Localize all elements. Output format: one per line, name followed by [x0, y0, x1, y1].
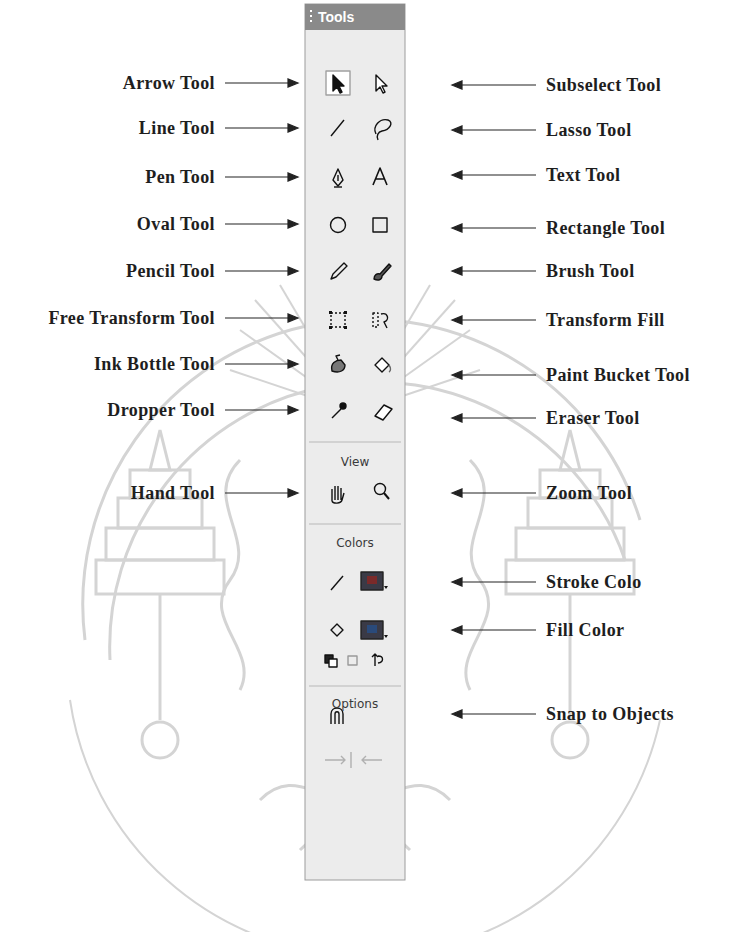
tool-label: Zoom Tool	[546, 482, 632, 504]
tool-label: Arrow Tool	[123, 72, 215, 94]
tool-label: Pen Tool	[145, 166, 215, 188]
arrowhead	[452, 316, 462, 324]
arrowhead	[452, 626, 462, 634]
arrowhead	[288, 220, 298, 228]
arrowhead	[452, 81, 462, 89]
leader-line	[225, 363, 290, 364]
arrowhead	[452, 710, 462, 718]
tool-label: Text Tool	[546, 164, 620, 186]
tool-label: Fill Color	[546, 619, 625, 641]
tool-label: Stroke Colo	[546, 571, 642, 593]
tool-label: Hand Tool	[131, 482, 215, 504]
leader-line	[460, 629, 536, 630]
leader-line	[225, 82, 290, 83]
arrowhead	[452, 267, 462, 275]
leader-line	[460, 374, 536, 375]
arrowhead	[288, 79, 298, 87]
leader-line	[460, 227, 536, 228]
panel-title: Tools	[318, 8, 354, 26]
tool-label: Transform Fill	[546, 309, 665, 331]
arrowhead	[288, 173, 298, 181]
arrowhead	[452, 489, 462, 497]
arrowhead	[452, 171, 462, 179]
arrowhead	[288, 267, 298, 275]
tool-label: Rectangle Tool	[546, 217, 665, 239]
arrowhead	[288, 314, 298, 322]
leader-line	[225, 176, 290, 177]
leader-line	[460, 319, 536, 320]
arrowhead	[288, 360, 298, 368]
leader-line	[460, 84, 536, 85]
section-label: View	[341, 455, 369, 469]
tool-label: Pencil Tool	[126, 260, 215, 282]
arrowhead	[452, 224, 462, 232]
tools-panel	[305, 4, 405, 880]
tool-label: Oval Tool	[137, 213, 215, 235]
leader-line	[460, 581, 536, 582]
section-label: Options	[332, 697, 378, 711]
tool-icons	[325, 71, 392, 768]
leader-line	[225, 409, 290, 410]
leader-line	[225, 127, 290, 128]
leader-line	[460, 492, 536, 493]
arrowhead	[452, 578, 462, 586]
tool-label: Lasso Tool	[546, 119, 632, 141]
tool-label: Eraser Tool	[546, 407, 640, 429]
leader-line	[460, 713, 536, 714]
leader-line	[460, 174, 536, 175]
tool-label: Dropper Tool	[107, 399, 215, 421]
tool-label: Snap to Objects	[546, 703, 674, 725]
tool-label: Subselect Tool	[546, 74, 661, 96]
tool-label: Brush Tool	[546, 260, 635, 282]
tool-label: Ink Bottle Tool	[94, 353, 215, 375]
leader-line	[460, 417, 536, 418]
leader-line	[225, 223, 290, 224]
arrowhead	[288, 124, 298, 132]
leader-line	[225, 270, 290, 271]
leader-line	[225, 317, 290, 318]
arrowhead	[452, 126, 462, 134]
arrowhead	[288, 489, 298, 497]
tool-label: Free Transform Tool	[48, 307, 215, 329]
tool-label: Paint Bucket Tool	[546, 364, 690, 386]
arrowhead	[452, 414, 462, 422]
leader-line	[225, 492, 290, 493]
tool-label: Line Tool	[139, 117, 215, 139]
leader-line	[460, 270, 536, 271]
arrowhead	[452, 371, 462, 379]
section-label: Colors	[336, 536, 374, 550]
leader-line	[460, 129, 536, 130]
leader-arrows	[225, 79, 536, 718]
arrowhead	[288, 406, 298, 414]
